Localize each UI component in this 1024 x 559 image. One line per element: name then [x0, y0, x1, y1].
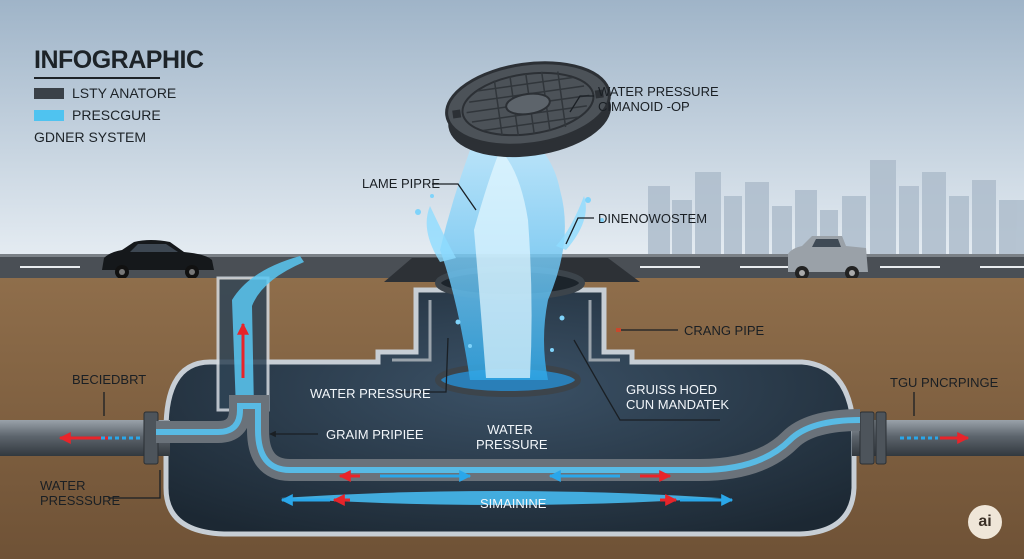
- legend-item: LSTY ANATORE: [34, 85, 204, 101]
- riser-water: [232, 256, 304, 410]
- city-skyline: [648, 160, 1024, 258]
- label-simainine: SIMAININE: [480, 496, 547, 511]
- label-tgu-pncrpinge: TGU PNCRPINGE: [890, 375, 999, 390]
- legend-title-underline: [34, 77, 160, 79]
- truck-right: [788, 236, 868, 280]
- label-water-pressure-mid: WATER PRESSURE: [310, 386, 431, 401]
- label-water-pressure-top: WATER PRESSURE CIMANOID -OP: [598, 84, 719, 114]
- legend-swatch-water: [34, 109, 64, 121]
- label-gruiss-hoed: GRUISS HOED CUN MANDATEK: [626, 382, 730, 412]
- legend-item: PRESCGURE: [34, 107, 204, 123]
- label-cun-mandatek: CUN MANDATEK: [626, 397, 730, 412]
- label-beciedbrt: BECIEDBRT: [72, 372, 147, 387]
- legend: INFOGRAPHIC LSTY ANATORE PRESCGURE GDNER…: [34, 46, 204, 145]
- legend-item-label: LSTY ANATORE: [72, 85, 177, 101]
- legend-item-label: PRESCGURE: [72, 107, 161, 123]
- label-dinenowostem: DINENOWOSTEM: [598, 211, 708, 226]
- label-crang-pipe: CRANG PIPE: [684, 323, 765, 338]
- legend-item-label: GDNER SYSTEM: [34, 129, 147, 145]
- legend-title: INFOGRAPHIC: [34, 46, 204, 74]
- label-cimanoid: CIMANOID -OP: [598, 99, 690, 114]
- legend-item: GDNER SYSTEM: [34, 129, 204, 145]
- label-graim-pripiee: GRAIM PRIPIEE: [326, 427, 424, 442]
- manhole-cover: [445, 61, 612, 158]
- ai-badge: ai: [968, 505, 1002, 539]
- leader-lines: [103, 95, 915, 499]
- flow-arrows: [58, 322, 970, 506]
- pipe-flanges: [143, 411, 887, 465]
- legend-swatch-dark: [34, 87, 64, 99]
- label-lame-pipre: LAME PIPRE: [362, 176, 441, 191]
- bottom-water-flow: [280, 491, 720, 505]
- label-water-pressure-left: WATER PRESSSURE: [40, 478, 121, 508]
- car-left: [102, 240, 214, 279]
- water-jet: [415, 132, 604, 380]
- label-water-pressure-center: WATER PRESSURE: [476, 422, 548, 452]
